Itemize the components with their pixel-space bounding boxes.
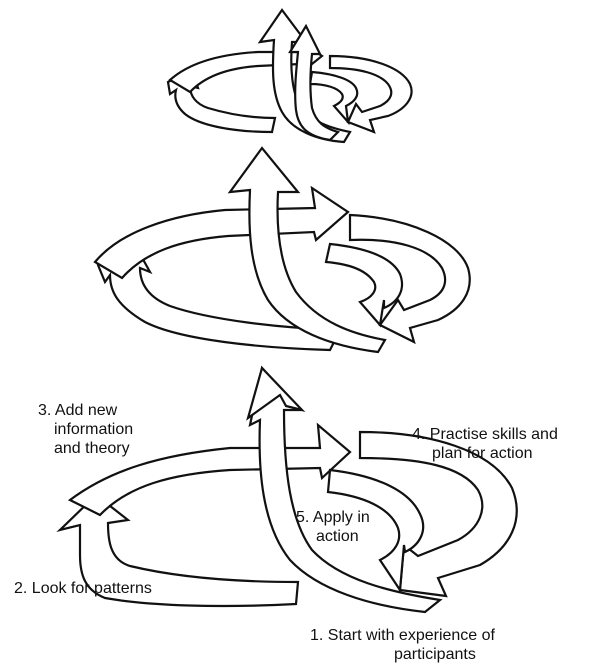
step-3-line-2: information	[54, 421, 134, 438]
bottom-right-curl-arrow	[358, 430, 518, 598]
step-3-line-3: and theory	[54, 440, 130, 457]
step-1-line-1: 1. Start with experience of	[310, 627, 495, 644]
step-2-label: 2. Look for patterns	[14, 579, 152, 598]
top-up-arrow-secondary	[288, 23, 341, 142]
top-right-curl-arrow	[328, 54, 413, 134]
bottom-up-arrow-head	[246, 365, 306, 421]
step-4-label: 4. Practise skills and plan for action	[412, 425, 558, 463]
step-5-line-1: 5. Apply in	[296, 509, 370, 526]
step-3-label: 3. Add new information and theory	[38, 401, 133, 458]
bottom-left-return-arrow	[56, 493, 300, 608]
middle-top-band-arrow	[93, 185, 350, 280]
step-3-line-1: 3. Add new	[38, 402, 118, 419]
step-5-label: 5. Apply in action	[296, 508, 370, 546]
middle-left-return-arrow	[96, 243, 342, 352]
step-1-line-2: participants	[394, 646, 476, 663]
step-4-line-1: 4. Practise skills and	[412, 426, 558, 443]
step-5-line-2: action	[316, 528, 359, 545]
middle-right-curl-arrow	[348, 213, 471, 345]
bottom-top-band-arrow	[67, 422, 352, 517]
bottom-inner-band-arrow	[326, 468, 425, 594]
bottom-up-arrow	[248, 365, 443, 614]
step-4-line-2: plan for action	[432, 445, 533, 462]
step-1-label: 1. Start with experience of participants	[310, 626, 495, 664]
middle-up-arrow	[227, 146, 387, 354]
top-inner-band-arrow	[308, 70, 359, 126]
step-2-line-1: 2. Look for patterns	[14, 580, 152, 597]
middle-inner-band-arrow	[324, 242, 404, 328]
